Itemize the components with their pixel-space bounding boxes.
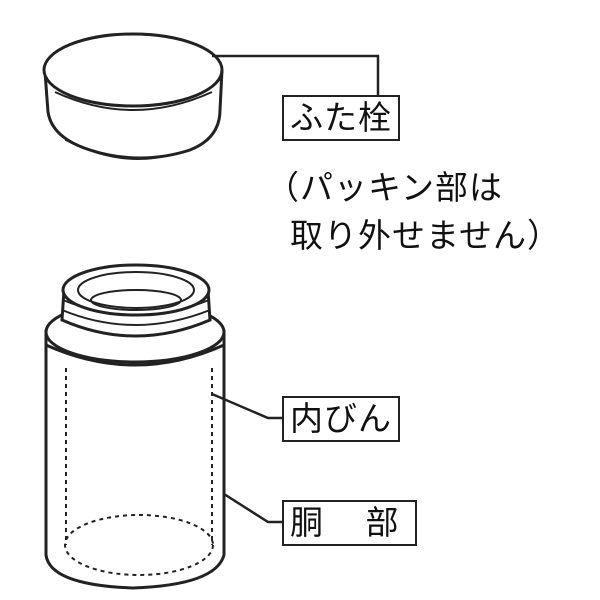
body-leader-line xyxy=(223,492,282,524)
bottle-icon xyxy=(44,263,226,590)
packing-note-line2: 取り外せません） xyxy=(290,216,562,255)
lid-plug-label: ふた栓 xyxy=(282,95,400,141)
packing-note-line1: （パッキン部は xyxy=(266,168,504,207)
inner-bottle-label: 内びん xyxy=(282,396,400,442)
inner-leader-line xyxy=(211,392,282,420)
body-label: 胴 部 xyxy=(282,500,417,546)
lid-plug-icon xyxy=(42,32,224,160)
